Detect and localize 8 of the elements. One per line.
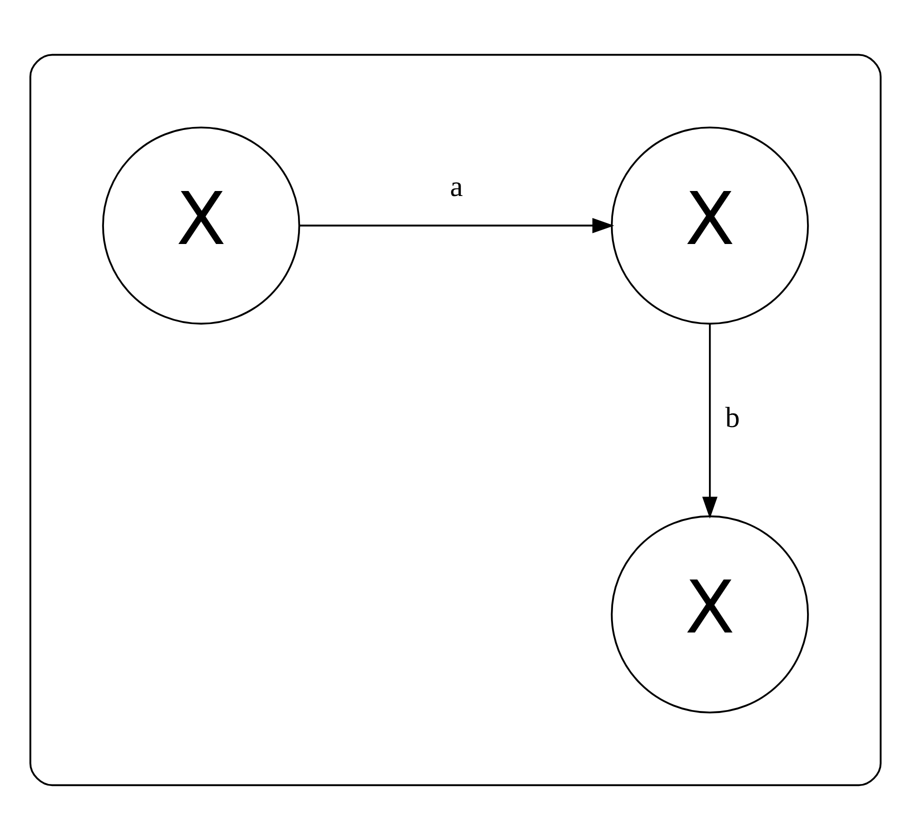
node-circle: X	[610, 126, 809, 324]
edge-label: b	[725, 401, 740, 434]
node-circle: X	[610, 514, 809, 713]
arrow	[702, 324, 718, 518]
node-circle: X	[102, 126, 300, 324]
arrow	[300, 217, 614, 233]
cluster	[29, 53, 882, 786]
edge-label: a	[450, 170, 463, 203]
